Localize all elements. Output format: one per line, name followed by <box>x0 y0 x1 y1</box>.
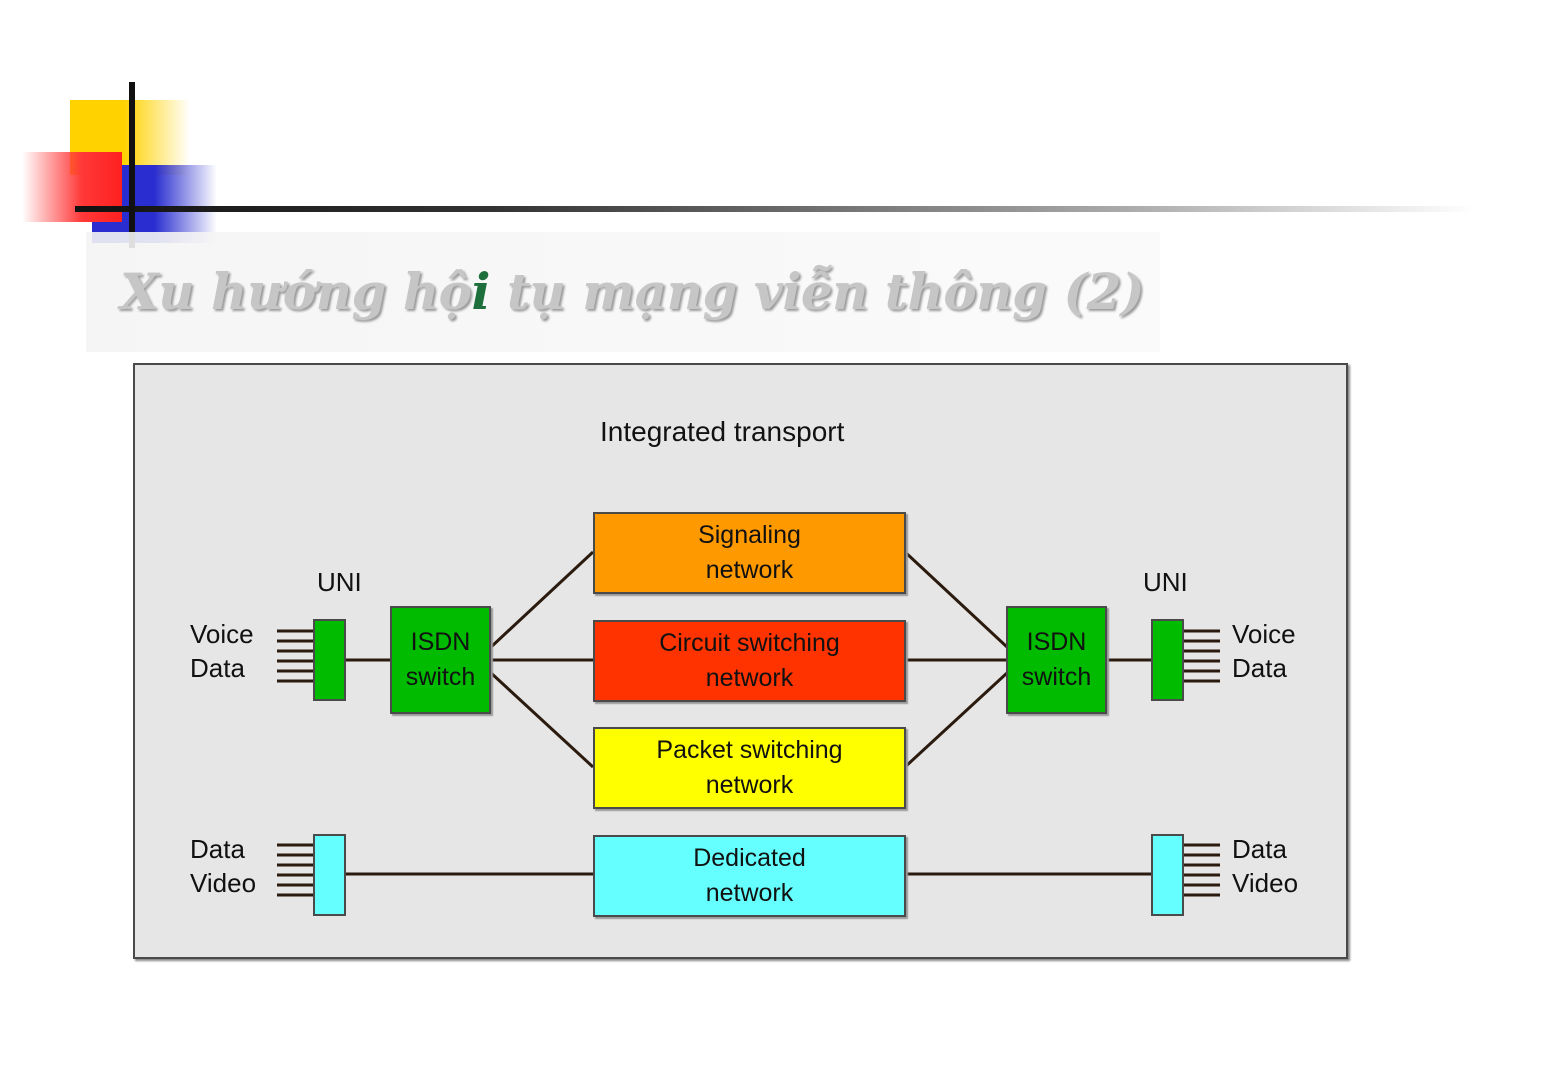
uni-port-right <box>1151 619 1184 701</box>
signaling-network: Signaling network <box>593 512 906 594</box>
signaling-line2: network <box>706 553 794 588</box>
link-right-packet <box>905 673 1007 767</box>
left-data2-label: Data <box>190 832 245 866</box>
dedicated-port-left <box>313 834 346 916</box>
uni-left-label: UNI <box>317 565 362 599</box>
packet-switching-network: Packet switching network <box>593 727 906 809</box>
diagram-heading: Integrated transport <box>600 415 844 449</box>
dedicated-network: Dedicated network <box>593 835 906 917</box>
slide-title-accent: i <box>472 262 491 321</box>
circuit-line1: Circuit switching <box>659 626 840 661</box>
link-right-signaling <box>905 552 1007 647</box>
decor-vertical-line <box>129 82 135 248</box>
slide-title-bar: Xu hướng hội tụ mạng viễn thông (2) <box>86 232 1160 352</box>
dedicated-line1: Dedicated <box>693 841 806 876</box>
link-left-signaling <box>491 552 593 647</box>
dedicated-port-right <box>1151 834 1184 916</box>
pins-left-top <box>277 631 313 681</box>
right-voice-label: Voice <box>1232 617 1296 651</box>
right-data-label: Data <box>1232 651 1287 685</box>
link-left-packet <box>491 673 593 767</box>
isdn-switch-left: ISDN switch <box>390 606 491 714</box>
pins-left-bottom <box>277 845 313 895</box>
right-data2-label: Data <box>1232 832 1287 866</box>
isdn-left-line2: switch <box>406 660 475 695</box>
dedicated-line2: network <box>706 876 794 911</box>
uni-port-left <box>313 619 346 701</box>
left-voice-label: Voice <box>190 617 254 651</box>
pins-right-top <box>1184 631 1220 681</box>
isdn-diagram: Integrated transport UNI UNI Voice Data … <box>133 363 1348 959</box>
slide-title-part2: tụ mạng viễn thông (2) <box>490 262 1144 321</box>
slide-title: Xu hướng hội tụ mạng viễn thông (2) <box>120 262 1144 321</box>
packet-line1: Packet switching <box>656 733 842 768</box>
isdn-right-line2: switch <box>1022 660 1091 695</box>
isdn-left-line1: ISDN <box>411 625 471 660</box>
left-data-label: Data <box>190 651 245 685</box>
uni-right-label: UNI <box>1143 565 1188 599</box>
right-video-label: Video <box>1232 866 1298 900</box>
isdn-switch-right: ISDN switch <box>1006 606 1107 714</box>
left-video-label: Video <box>190 866 256 900</box>
packet-line2: network <box>706 768 794 803</box>
signaling-line1: Signaling <box>698 518 801 553</box>
pins-right-bottom <box>1184 845 1220 895</box>
circuit-switching-network: Circuit switching network <box>593 620 906 702</box>
circuit-line2: network <box>706 661 794 696</box>
slide-title-part1: Xu hướng hộ <box>120 262 472 321</box>
isdn-right-line1: ISDN <box>1027 625 1087 660</box>
decor-horizontal-line <box>75 206 1475 212</box>
